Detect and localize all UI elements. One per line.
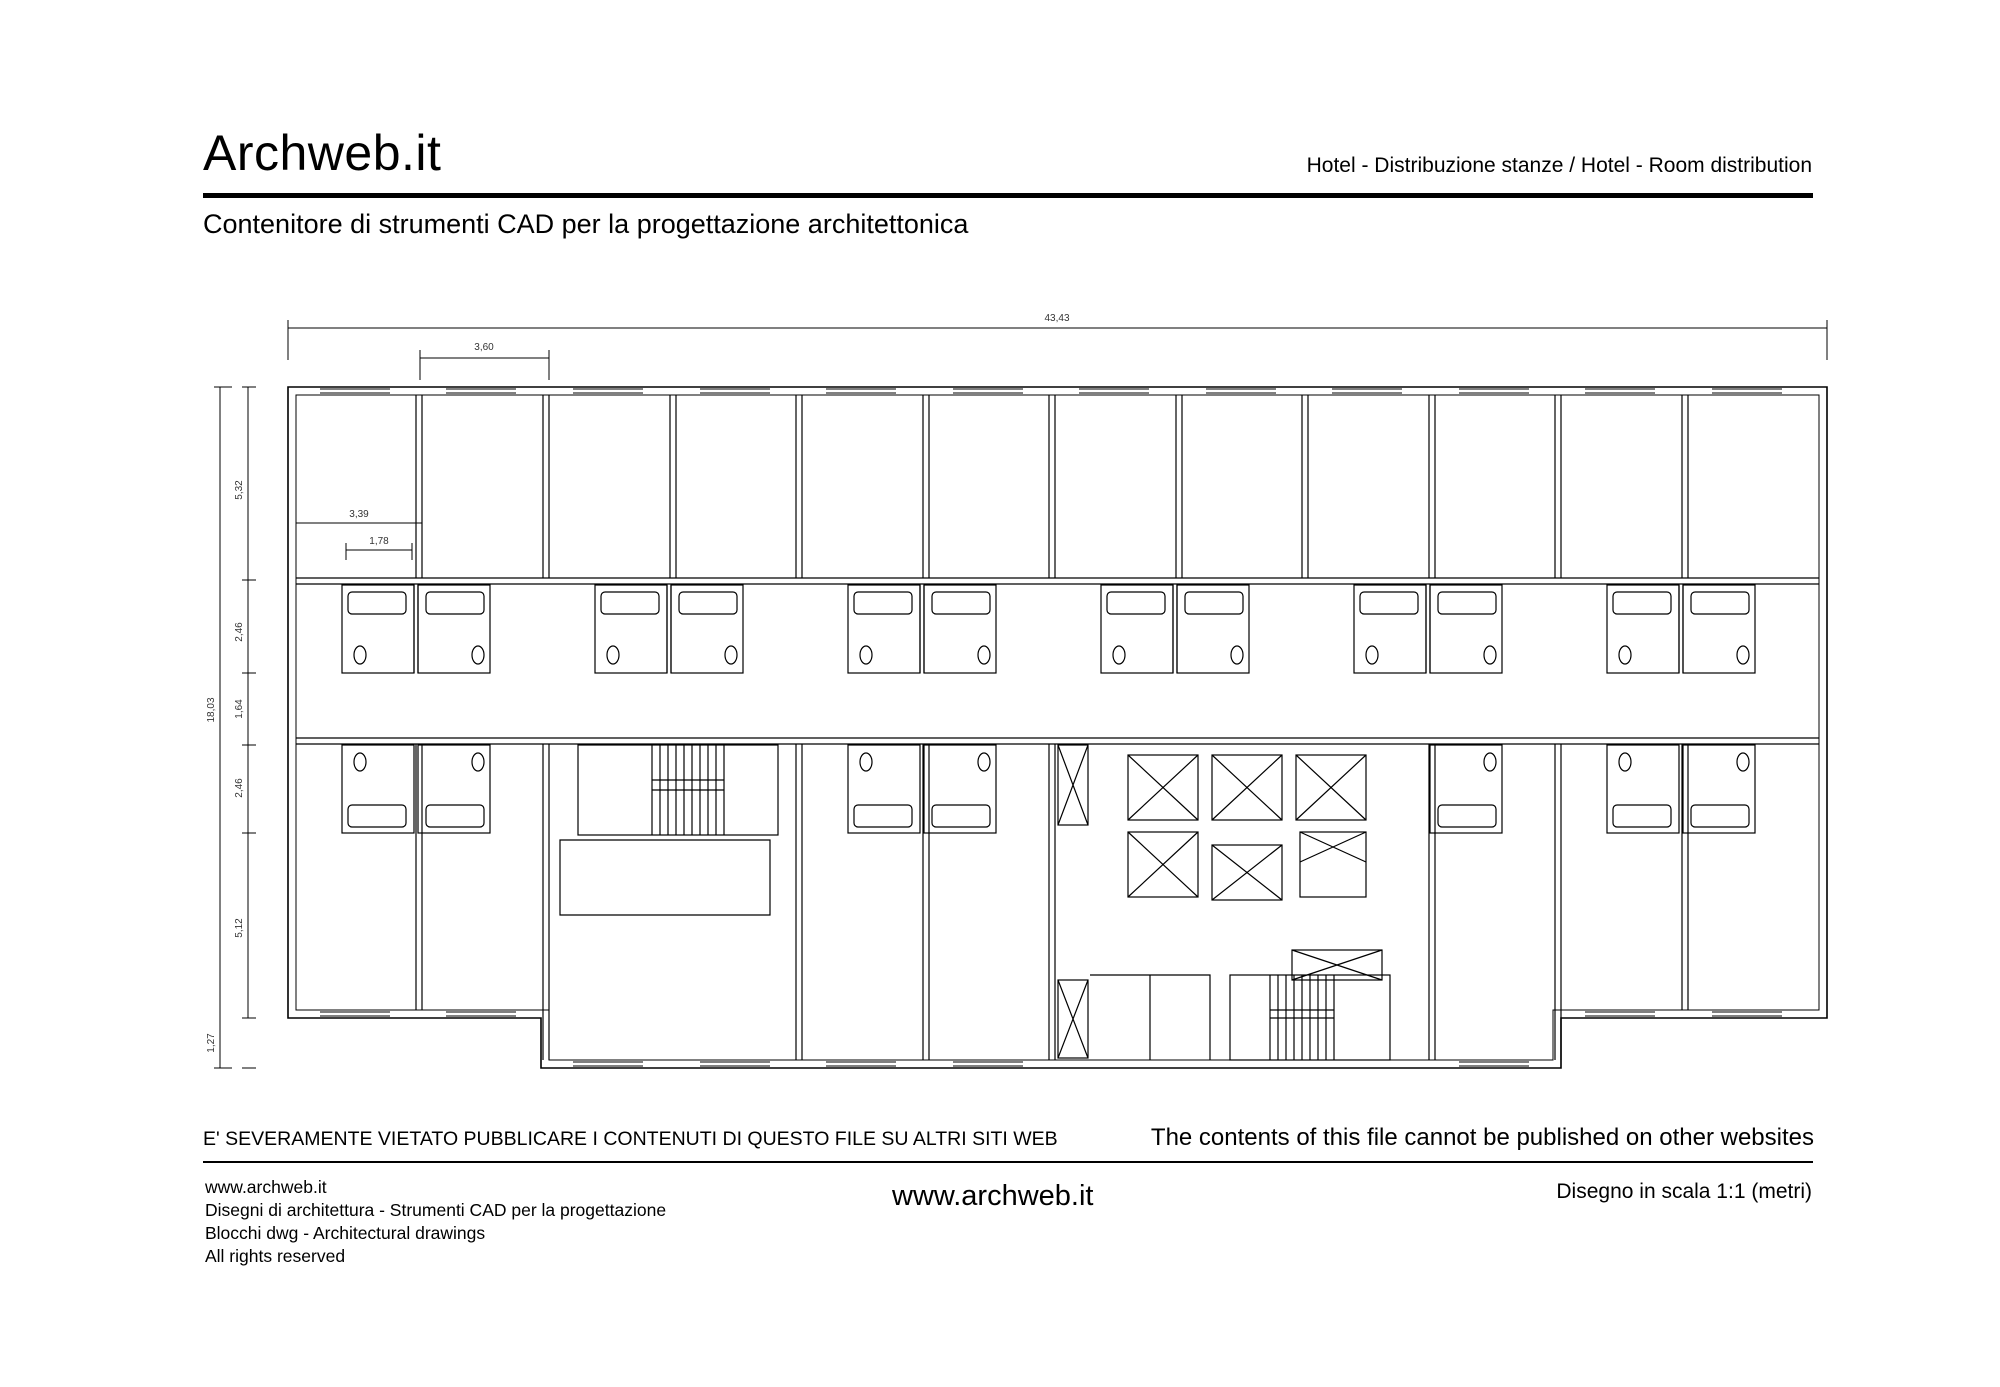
copyright-warning-it: E' SEVERAMENTE VIETATO PUBBLICARE I CONT…: [203, 1128, 1058, 1150]
bathroom-pod: [1606, 584, 1756, 674]
footer-line-4: All rights reserved: [205, 1246, 346, 1266]
bathroom-pod: [1100, 584, 1250, 674]
drawing-subtitle: Contenitore di strumenti CAD per la prog…: [203, 209, 969, 239]
footer-rule: [203, 1161, 1813, 1163]
dim-total-width: 43,43: [1044, 313, 1069, 324]
north-windows: [320, 388, 1782, 394]
dim-corridor: 1,64: [234, 699, 245, 719]
corridor-north-wall: [296, 577, 1819, 585]
south-bathrooms: [341, 744, 1756, 834]
footer-line-2: Disegni di architettura - Strumenti CAD …: [205, 1200, 667, 1220]
footer-line-1: www.archweb.it: [205, 1177, 327, 1197]
elevator-bank: [1057, 744, 1383, 1059]
corridor-south-wall: [296, 737, 1819, 745]
dim-balcony: 1,27: [206, 1033, 217, 1053]
inner-outline: [295, 394, 1820, 1061]
south-partitions: [415, 744, 1689, 1060]
bathroom-pod: [1353, 584, 1503, 674]
south-windows: [320, 1011, 1782, 1067]
bathroom-pod: [1429, 744, 1503, 834]
drawing-scale: Disegno in scala 1:1 (metri): [1556, 1180, 1812, 1203]
north-partitions: [415, 395, 1689, 578]
bathroom-pod: [341, 744, 491, 834]
dim-total-depth: 18,03: [206, 697, 217, 722]
drawing-title: Hotel - Distribuzione stanze / Hotel - R…: [1306, 154, 1812, 177]
west-staircase: [559, 744, 779, 916]
dim-bath-north: 2,46: [234, 622, 245, 642]
header-rule: [203, 193, 1813, 198]
footer-line-3: Blocchi dwg - Architectural drawings: [205, 1223, 486, 1243]
bathroom-pod: [341, 584, 491, 674]
dim-bath-south: 2,46: [234, 778, 245, 798]
dimension-lines: [214, 320, 1828, 1069]
north-bathrooms: [341, 584, 1756, 674]
building-outline: [287, 386, 1828, 1069]
bathroom-pod: [1606, 744, 1756, 834]
brand-logo: Archweb.it: [203, 125, 442, 181]
bathroom-pod: [847, 744, 997, 834]
footer-site-link[interactable]: www.archweb.it: [892, 1180, 1094, 1212]
dim-room-width: 3,60: [474, 342, 494, 353]
dim-bath-inner: 1,78: [369, 536, 389, 547]
copyright-warning-en: The contents of this file cannot be publ…: [1150, 1124, 1814, 1151]
dim-room-south: 5,12: [234, 918, 245, 938]
dim-room-north: 5,32: [234, 480, 245, 500]
bathroom-pod: [594, 584, 744, 674]
east-staircase: [1090, 974, 1391, 1061]
bathroom-pod: [847, 584, 997, 674]
dim-bath-width: 3,39: [349, 509, 369, 520]
